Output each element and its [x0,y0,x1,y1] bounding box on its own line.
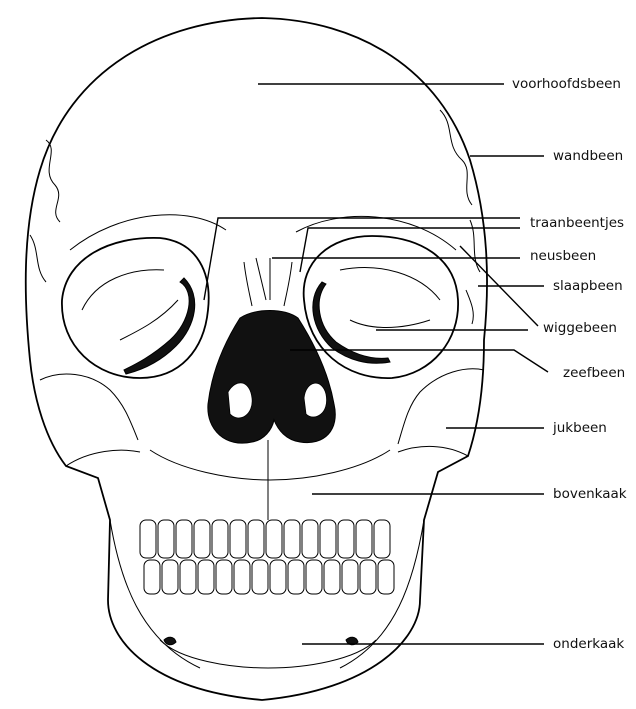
tooth [378,560,394,594]
tooth [194,520,210,558]
tooth [324,560,340,594]
tooth [144,560,160,594]
label-wandbeen: wandbeen [553,148,623,164]
tooth [248,520,264,558]
tooth [198,560,214,594]
tooth [320,520,336,558]
tooth [176,520,192,558]
tooth [338,520,354,558]
tooth [234,560,250,594]
labels: voorhoofdsbeen wandbeen traanbeentjes ne… [512,76,627,652]
tooth [284,520,300,558]
label-traanbeentjes: traanbeentjes [530,215,624,231]
label-zeefbeen: zeefbeen [563,365,625,381]
tooth [342,560,358,594]
label-wiggebeen: wiggebeen [543,320,617,336]
tooth [162,560,178,594]
tooth [302,520,318,558]
tooth [270,560,286,594]
label-bovenkaak: bovenkaak [553,486,627,502]
label-neusbeen: neusbeen [530,248,596,264]
tooth [216,560,232,594]
tooth [374,520,390,558]
label-onderkaak: onderkaak [553,636,624,652]
label-jukbeen: jukbeen [552,420,607,436]
tooth [252,560,268,594]
tooth [356,520,372,558]
left-orbit [62,238,209,378]
tooth [212,520,228,558]
tooth [266,520,282,558]
label-slaapbeen: slaapbeen [553,278,623,294]
tooth [230,520,246,558]
label-voorhoofdsbeen: voorhoofdsbeen [512,76,621,92]
tooth [158,520,174,558]
tooth [306,560,322,594]
tooth [180,560,196,594]
tooth [288,560,304,594]
mental-foramen-left [164,637,176,645]
tooth [140,520,156,558]
tooth [360,560,376,594]
